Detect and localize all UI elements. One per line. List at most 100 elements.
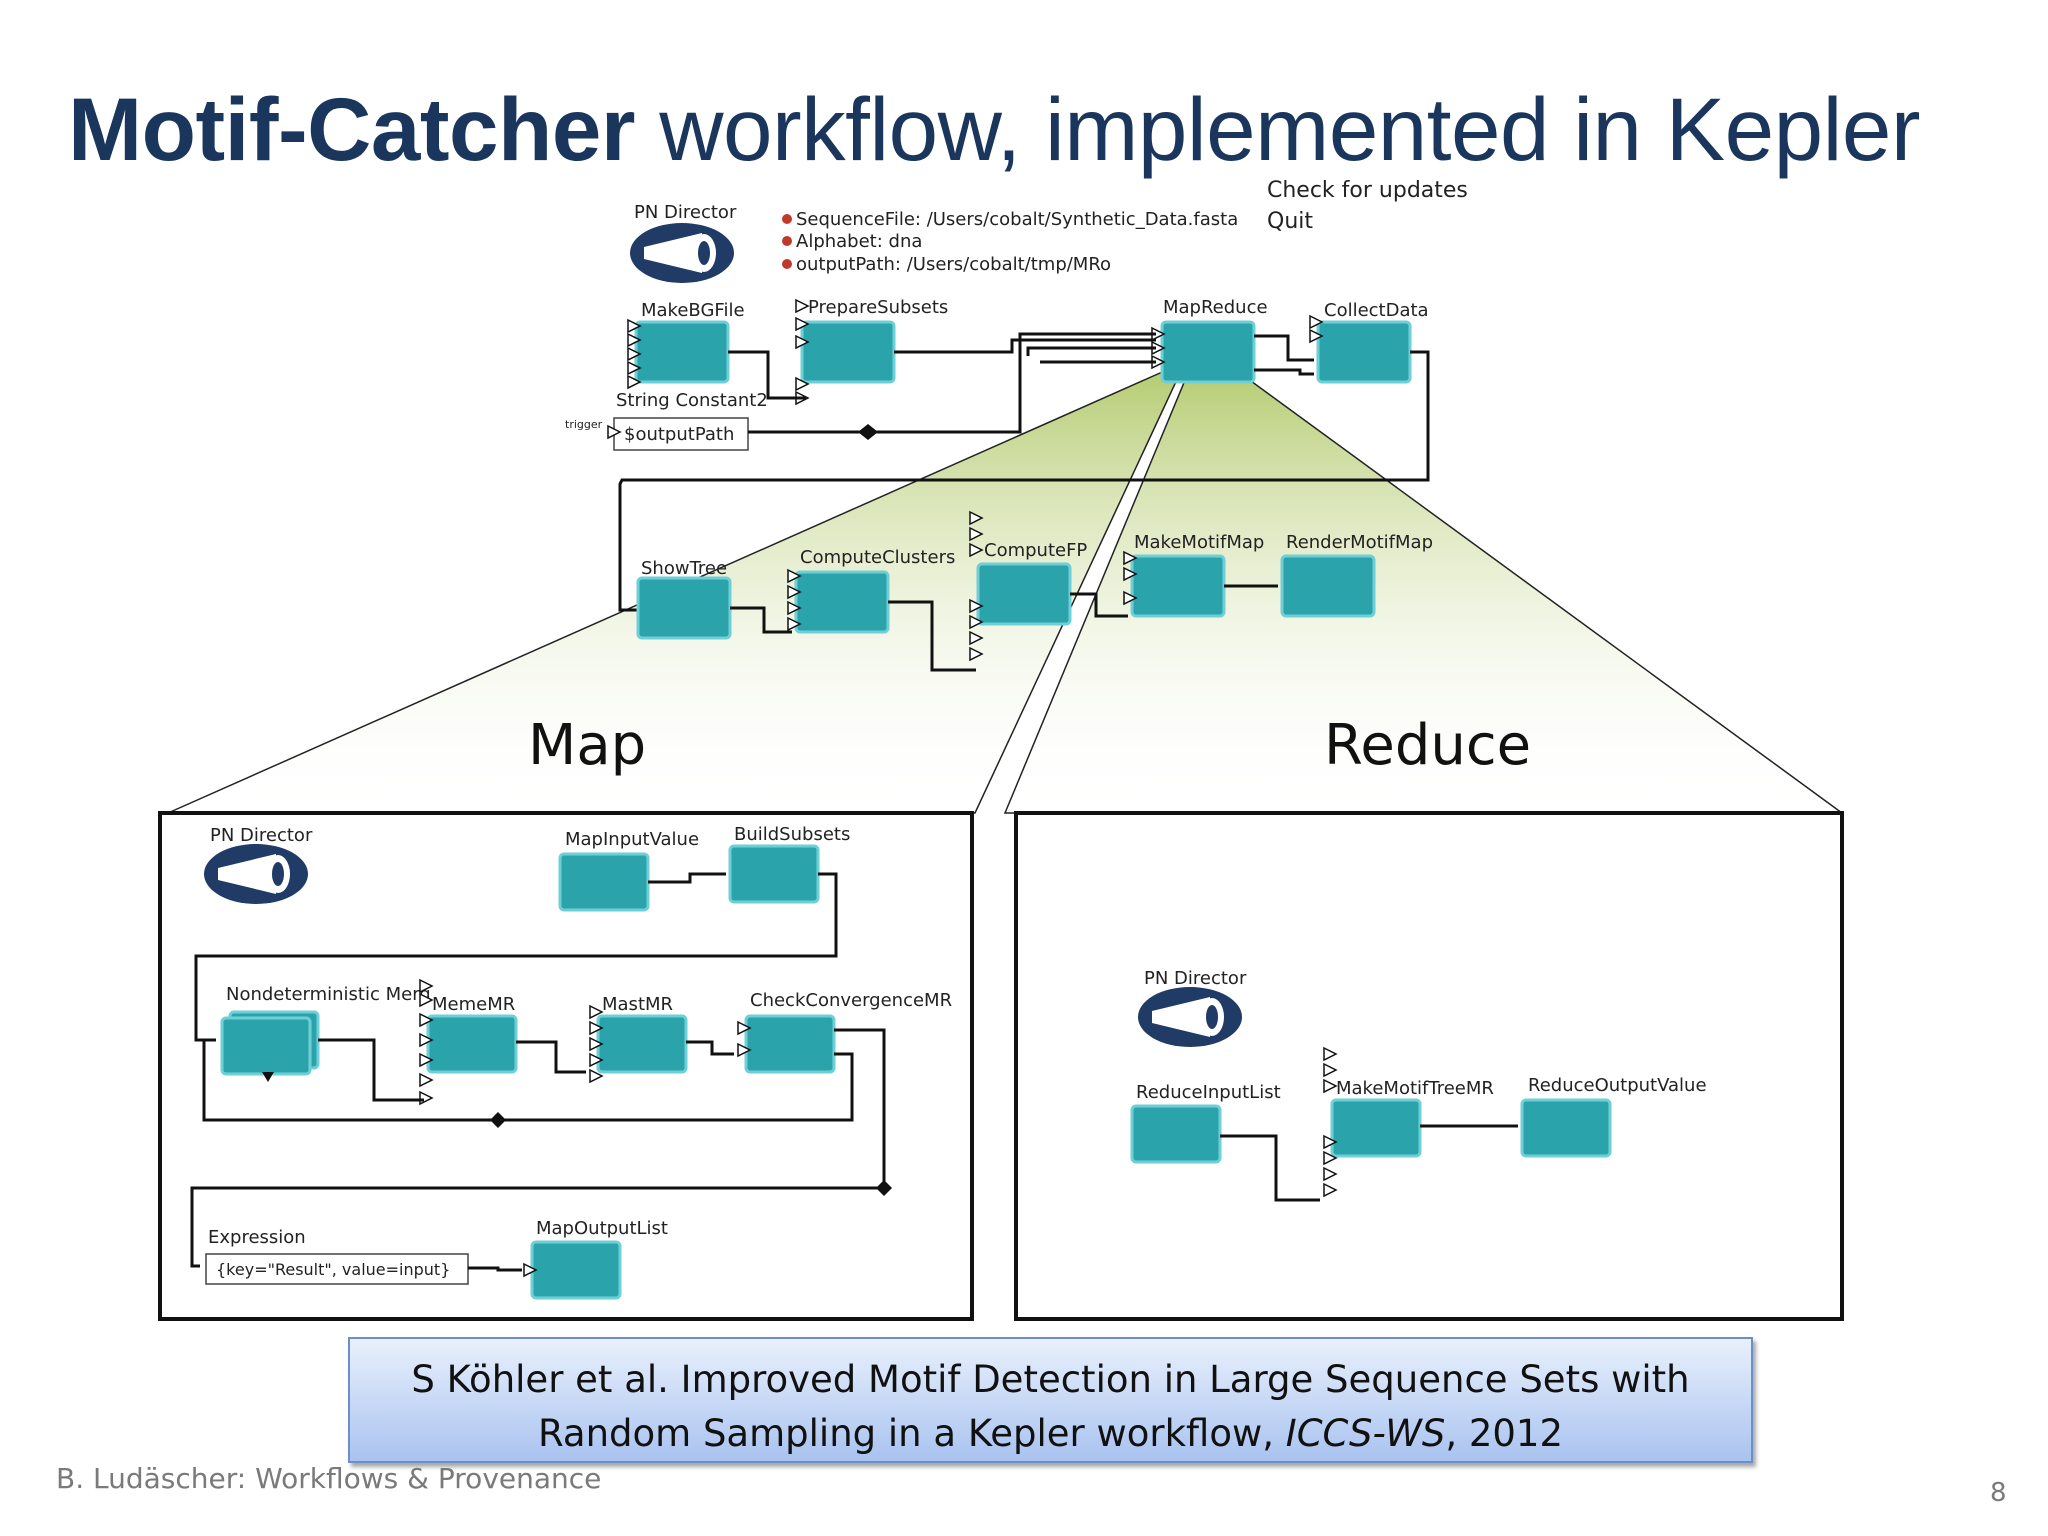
parameter-alphabet: Alphabet: dna — [796, 231, 922, 252]
citation-line-2-prefix: Random Sampling in a Kepler workflow, — [538, 1412, 1286, 1455]
relation-diamond — [490, 1112, 506, 1128]
connector-wire — [648, 872, 726, 884]
reduce-input-list-actor[interactable] — [1130, 1104, 1222, 1164]
connector-wire — [888, 600, 976, 672]
make-motif-map-label: MakeMotifMap — [1134, 532, 1264, 553]
port-icon — [787, 616, 802, 632]
port-icon — [627, 318, 642, 334]
citation-box: S Köhler et al. Improved Motif Detection… — [348, 1337, 1753, 1463]
mast-mr-actor[interactable] — [596, 1014, 688, 1074]
output-path-value: $outputPath — [624, 424, 734, 445]
map-director-icon — [204, 844, 308, 904]
reduce-director-icon — [1138, 987, 1242, 1047]
render-motif-map-actor[interactable] — [1280, 554, 1376, 618]
reduce-input-list-label: ReduceInputList — [1136, 1082, 1281, 1103]
port-icon — [1123, 566, 1138, 582]
expression-label: Expression — [208, 1227, 306, 1248]
port-icon — [589, 1036, 604, 1052]
port-icon — [795, 376, 810, 392]
check-convergence-actor[interactable] — [744, 1014, 836, 1074]
collect-data-label: CollectData — [1324, 300, 1429, 321]
trigger-label: trigger — [565, 418, 603, 431]
director-icon — [630, 223, 734, 283]
port-icon — [1309, 314, 1324, 330]
compute-clusters-actor[interactable] — [794, 570, 890, 634]
map-label: Map — [528, 713, 646, 778]
title-bold: Motif-Catcher — [68, 79, 636, 179]
connector-wire — [894, 338, 1156, 354]
port-icon — [589, 1052, 604, 1068]
slide-title: Motif-Catcher workflow, implemented in K… — [68, 78, 1921, 181]
connector-wire — [728, 350, 806, 400]
meme-mr-actor[interactable] — [426, 1014, 518, 1074]
port-icon — [969, 630, 984, 646]
port-icon — [589, 1068, 604, 1084]
compute-fp-actor[interactable] — [976, 562, 1072, 626]
port-icon — [969, 614, 984, 630]
make-motif-tree-label: MakeMotifTreeMR — [1336, 1078, 1494, 1099]
port-icon — [1323, 1150, 1338, 1166]
make-bg-file-actor[interactable] — [634, 320, 730, 384]
connector-wire — [748, 332, 1156, 434]
nondeterministic-merge-label: Nondeterministic Merg — [226, 984, 431, 1005]
port-icon — [627, 332, 642, 348]
port-icon — [589, 1020, 604, 1036]
connector-wire — [1254, 368, 1314, 376]
output-path-constant[interactable] — [613, 417, 749, 451]
port-icon — [1323, 1062, 1338, 1078]
show-tree-actor[interactable] — [636, 576, 732, 640]
make-motif-tree-actor[interactable] — [1330, 1098, 1422, 1158]
connector-wire — [318, 1038, 424, 1102]
map-input-value-label: MapInputValue — [565, 829, 699, 850]
connector-wire — [468, 1266, 522, 1272]
map-reduce-actor[interactable] — [1160, 320, 1256, 384]
port-icon — [969, 510, 984, 526]
reduce-subworkflow-panel — [1014, 811, 1844, 1321]
port-icon — [795, 298, 810, 314]
footer-author: B. Ludäscher: Workflows & Provenance — [56, 1462, 602, 1495]
connector-wire — [516, 1040, 586, 1074]
parameter-output-path: outputPath: /Users/cobalt/tmp/MRo — [796, 254, 1111, 275]
connector-wire — [730, 606, 792, 634]
port-icon — [1323, 1046, 1338, 1062]
check-convergence-label: CheckConvergenceMR — [750, 990, 952, 1011]
port-icon — [627, 346, 642, 362]
port-icon — [969, 598, 984, 614]
port-icon — [969, 542, 984, 558]
citation-venue: ICCS-WS — [1285, 1412, 1446, 1455]
mast-mr-label: MastMR — [602, 994, 673, 1015]
make-bg-file-label: MakeBGFile — [641, 300, 745, 321]
connector-wire — [1026, 346, 1156, 364]
connector-wire — [618, 350, 1430, 612]
collect-data-actor[interactable] — [1316, 320, 1412, 384]
menu-quit: Quit — [1267, 209, 1313, 234]
port-icon — [1323, 1182, 1338, 1198]
citation-line-1: S Köhler et al. Improved Motif Detection… — [411, 1358, 1690, 1401]
port-icon — [419, 1032, 434, 1048]
port-icon — [1323, 1078, 1338, 1094]
port-icon — [607, 424, 622, 440]
map-output-list-actor[interactable] — [530, 1240, 622, 1300]
make-motif-map-actor[interactable] — [1130, 554, 1226, 618]
port-icon — [627, 374, 642, 390]
connector-wire — [1254, 334, 1314, 362]
connector-wire — [1070, 592, 1128, 618]
prepare-subsets-actor[interactable] — [800, 320, 896, 384]
page-number: 8 — [1990, 1478, 2007, 1508]
relation-diamond — [858, 424, 878, 440]
compute-fp-label: ComputeFP — [984, 540, 1087, 561]
port-icon — [1123, 550, 1138, 566]
expression-box[interactable] — [205, 1253, 469, 1285]
reduce-output-value-label: ReduceOutputValue — [1528, 1075, 1707, 1096]
parameter-dot — [782, 259, 792, 269]
build-subsets-actor[interactable] — [728, 844, 820, 904]
reduce-output-value-actor[interactable] — [1520, 1098, 1612, 1158]
port-icon — [1309, 328, 1324, 344]
map-input-value-actor[interactable] — [558, 852, 650, 912]
port-icon — [419, 1072, 434, 1088]
connector-wire — [194, 872, 838, 1042]
nondeterministic-merge-actor[interactable] — [220, 1016, 312, 1076]
citation-line-2: Random Sampling in a Kepler workflow, IC… — [350, 1407, 1751, 1461]
port-icon — [969, 646, 984, 662]
